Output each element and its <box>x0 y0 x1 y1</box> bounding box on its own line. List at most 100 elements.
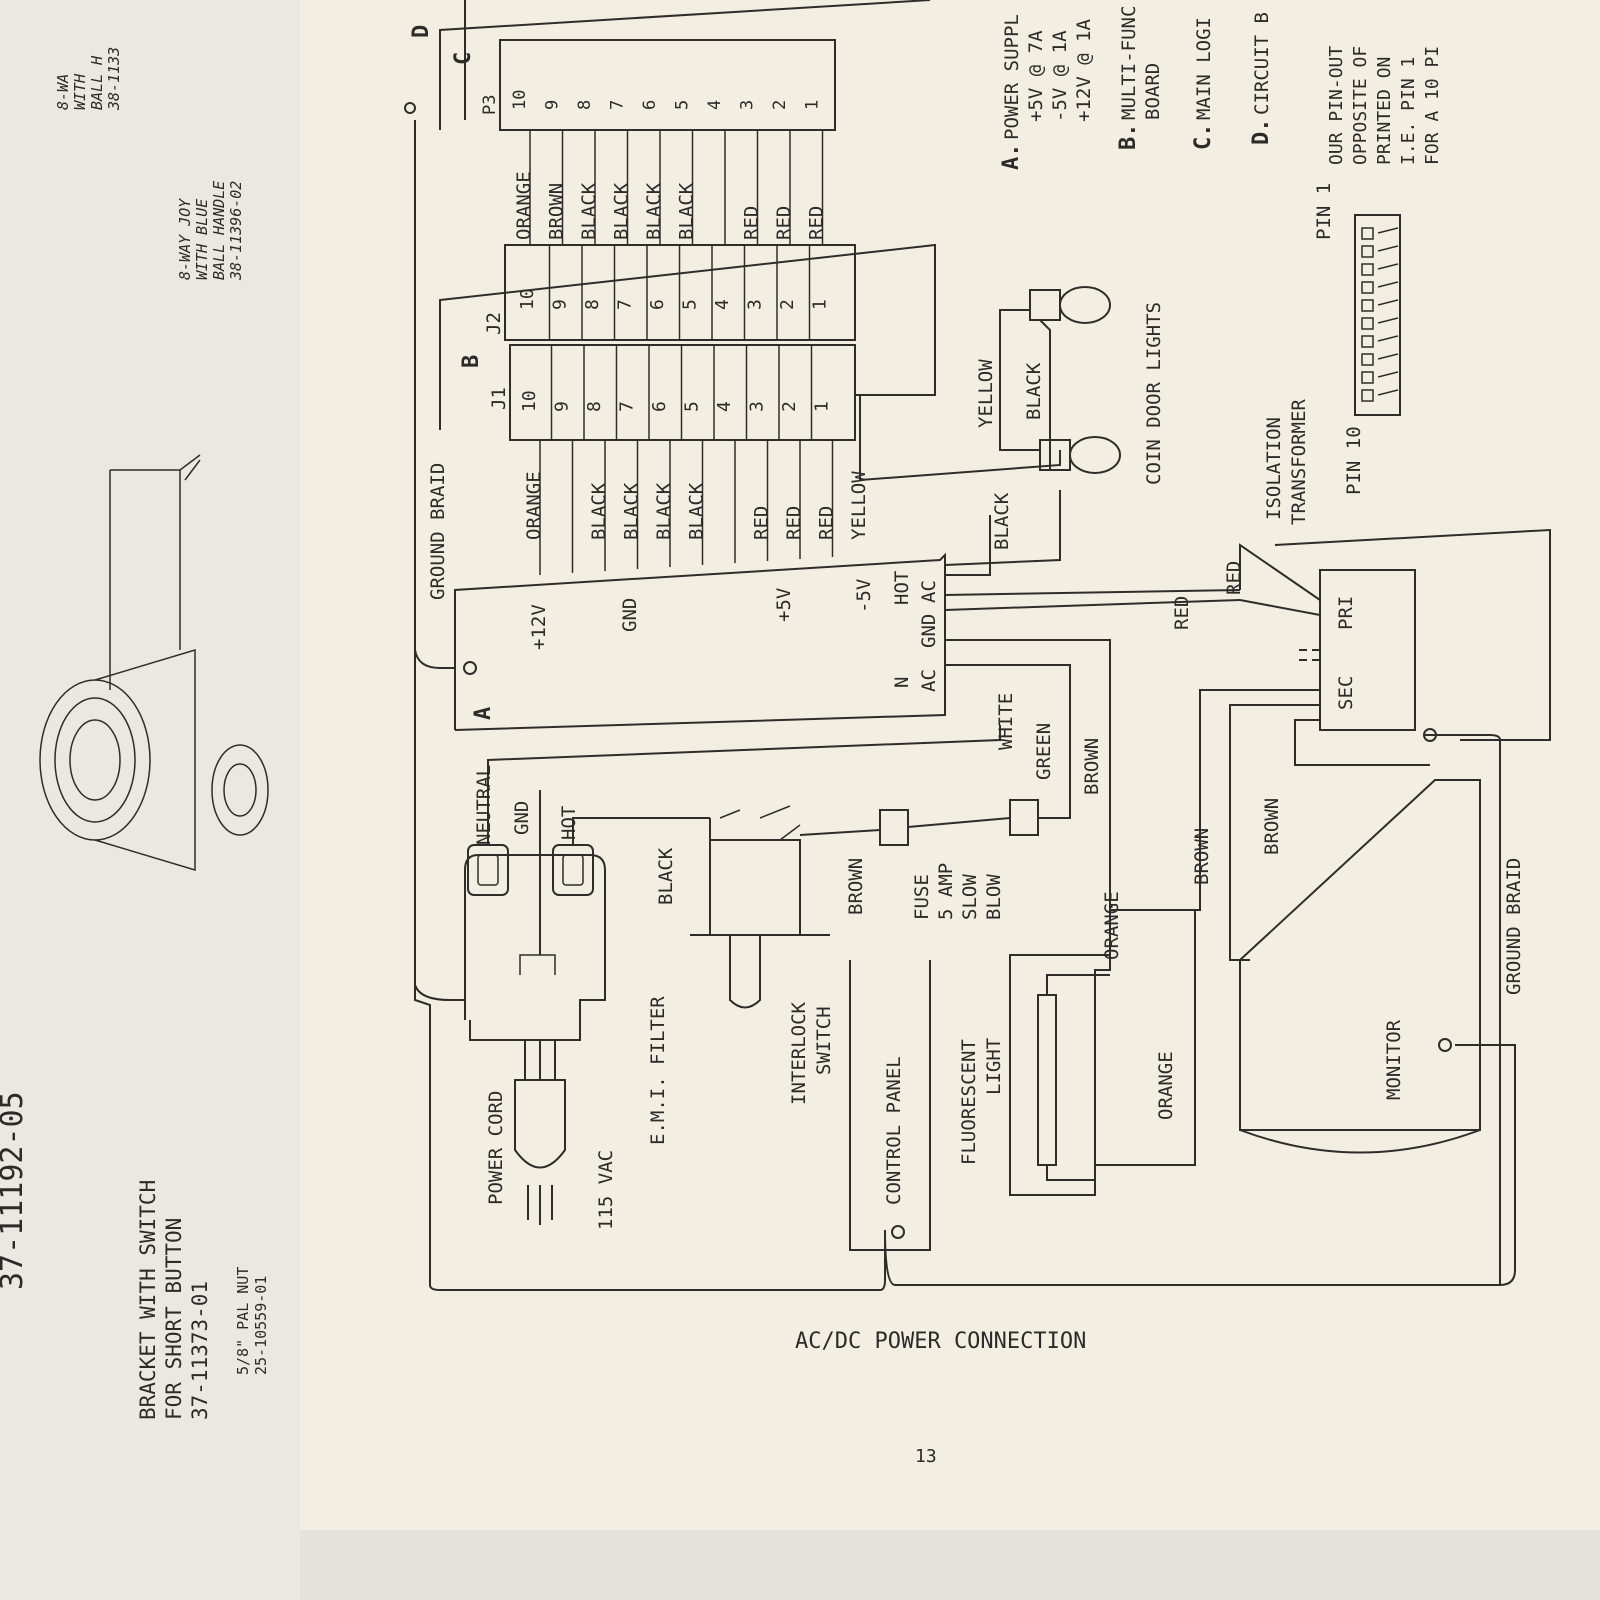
j1-wire-label: RED <box>751 506 773 540</box>
label-red-t1: RED <box>1171 596 1193 630</box>
interlock-plunger <box>729 935 761 1009</box>
label-fuse-3: SLOW <box>959 874 981 920</box>
j2-pin-10: 10 <box>517 288 538 310</box>
label-pin10: PIN 10 <box>1343 426 1365 495</box>
p3-pin-6: 6 <box>640 100 660 110</box>
j1-wire-label: BLACK <box>588 482 610 540</box>
p3-pin-2: 2 <box>770 100 790 110</box>
fuse-body <box>907 817 1011 828</box>
p3-wire-label: BLACK <box>611 182 633 240</box>
label-hot-emi: HOT <box>558 806 580 840</box>
red-wire-pri-2 <box>1239 599 1321 616</box>
pin-lead <box>1377 227 1399 234</box>
label-115vac: 115 VAC <box>595 1150 617 1230</box>
j1-pin-10: 10 <box>519 390 540 412</box>
monitor: MONITOR <box>1229 705 1481 1154</box>
hot-to-coin <box>945 515 991 576</box>
label-interlock-1: INTERLOCK <box>788 1001 810 1105</box>
j1-pin-5: 5 <box>682 401 703 412</box>
joystick-label-1b: WITH BLUE <box>193 199 211 280</box>
j2-pin-6: 6 <box>647 299 668 310</box>
p3-pin-8: 8 <box>575 100 595 110</box>
legend-note-3: PRINTED ON <box>1374 57 1395 165</box>
control-panel: CONTROL PANEL <box>849 960 931 1251</box>
label-interlock-2: SWITCH <box>813 1006 835 1075</box>
sec-return <box>1294 719 1430 766</box>
label-red-t2: RED <box>1223 561 1245 595</box>
label-neutral: NEUTRAL <box>473 765 495 845</box>
j1-wire-label: BLACK <box>653 482 675 540</box>
label-black-coin-2: BLACK <box>991 492 1013 550</box>
legend-note-1: OUR PIN-OUT <box>1326 46 1347 165</box>
nut-label-1: 5/8" PAL NUT <box>234 1267 252 1375</box>
label-brown-t1: BROWN <box>1191 828 1213 885</box>
label-gnd-emi: GND <box>511 801 533 835</box>
p3-wire-label: BLACK <box>643 182 665 240</box>
label-brown-t2: BROWN <box>1261 798 1283 855</box>
interlock-switch: INTERLOCK SWITCH BROWN <box>690 805 867 1105</box>
ground-braid-label-bottom: GROUND BRAID <box>1503 858 1525 995</box>
transformer-winding <box>1295 649 1320 661</box>
bracket-label-1: BRACKET WITH SWITCH <box>136 1180 160 1420</box>
label-j2: J2 <box>483 312 505 335</box>
bottom-strip <box>300 1530 1600 1600</box>
a-ground-terminal <box>463 661 477 675</box>
transformer-outline <box>1274 528 1551 741</box>
lamp-socket-2 <box>1029 289 1061 321</box>
label-yellow-coin: YELLOW <box>975 359 997 428</box>
cord <box>524 1040 556 1080</box>
p3-wire-label: RED <box>806 206 828 240</box>
label-p3: P3 <box>480 95 500 115</box>
pin-connector-body <box>1354 214 1401 416</box>
black-lamp-wire <box>1039 319 1051 470</box>
bracket-label-3: 37-11373-01 <box>188 1281 212 1420</box>
yellow-lamp-wire <box>999 309 1040 451</box>
legend-b-1: MULTI-FUNC <box>1118 6 1140 120</box>
power-supply-outline <box>454 552 946 731</box>
j2-pin-3: 3 <box>745 299 766 310</box>
j1-wire-label: RED <box>816 506 838 540</box>
pin-square <box>1361 371 1374 384</box>
label-fuse-2: 5 AMP <box>935 863 957 920</box>
label-a: A <box>471 707 496 720</box>
legend-c-letter: C. <box>1191 124 1216 151</box>
label-white: WHITE <box>995 693 1017 750</box>
hot-terminal-inner <box>562 854 584 886</box>
terminal-plus5v: +5V <box>773 588 795 622</box>
joystick-label-1a: 8-WAY JOY <box>176 198 194 280</box>
label-pin1: PIN 1 <box>1313 183 1335 240</box>
pin-square <box>1361 227 1374 240</box>
j2-pin-5: 5 <box>680 299 701 310</box>
j1-pin-4: 4 <box>714 401 735 412</box>
p3-wire-label: RED <box>773 206 795 240</box>
pin-lead <box>1377 335 1399 342</box>
pin-lead <box>1377 389 1399 396</box>
terminal-ac-n: AC <box>918 669 940 692</box>
j2-pin-8: 8 <box>582 299 603 310</box>
j1-pin-1: 1 <box>812 401 833 412</box>
pin-square <box>1361 245 1374 258</box>
ac-to-transformer-2 <box>944 589 1241 596</box>
j2-pin-9: 9 <box>550 299 571 310</box>
fuse-to-hot <box>945 664 1071 819</box>
board-b-outline <box>439 243 936 430</box>
j1-wire-label: YELLOW <box>848 471 870 540</box>
p3-pin-1: 1 <box>803 100 823 110</box>
label-brown-fuse: BROWN <box>1081 738 1103 795</box>
j1-wire-label: BLACK <box>686 482 708 540</box>
ground-point-top <box>404 102 416 114</box>
pin-square <box>1361 335 1374 348</box>
pin-lead <box>1377 281 1399 288</box>
power-supply-a: A +12V GND +5V -5V HOT AC GND N AC <box>454 552 946 731</box>
label-fuse-1: FUSE <box>911 874 933 920</box>
fuse-cap-left <box>879 809 909 846</box>
lamp-bulb-1 <box>1069 436 1121 474</box>
pin-square <box>1361 353 1374 366</box>
fuse-lead-left <box>799 829 881 836</box>
joystick-label-1c: BALL HANDLE <box>210 181 228 280</box>
legend-b-letter: B. <box>1116 124 1141 151</box>
pin-lead <box>1377 263 1399 270</box>
